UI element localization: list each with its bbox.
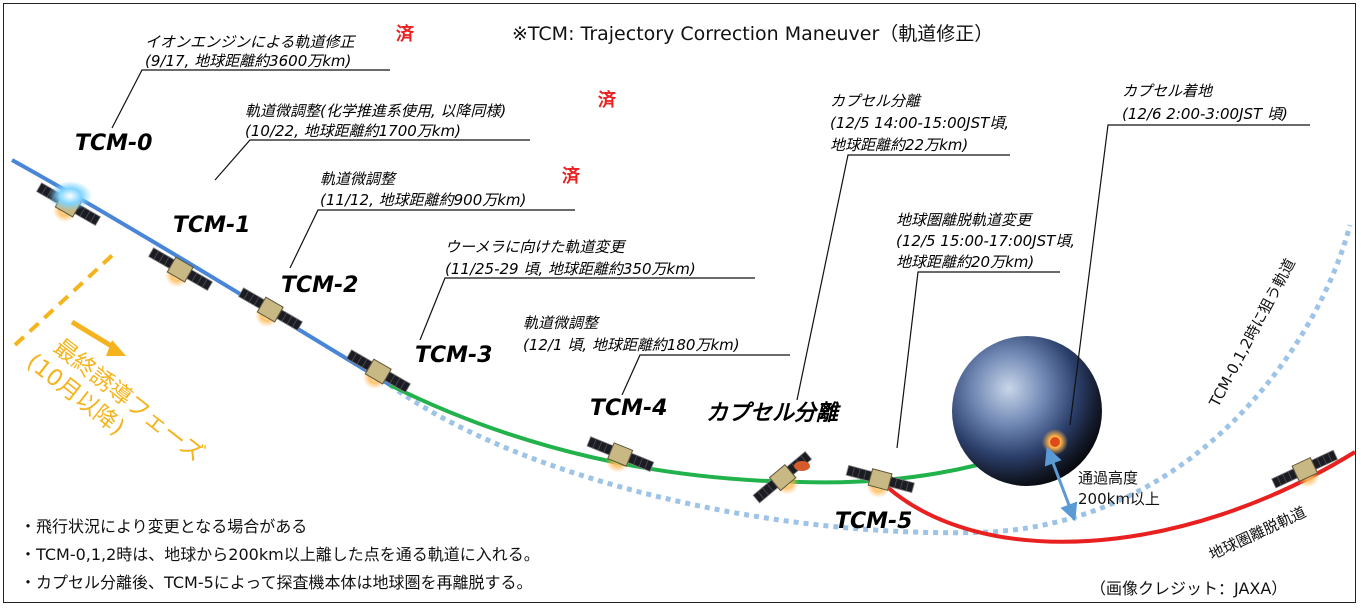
capsule <box>794 461 810 471</box>
target-orbit-path <box>388 224 1353 536</box>
figure-frame <box>3 3 1356 603</box>
capsule-separation-distance: 地球距離約22万km) <box>830 136 968 154</box>
spacecraft-tcm-1-icon <box>148 247 213 292</box>
tcm-0-detail: (9/17, 地球距離約3600万km) <box>145 52 351 70</box>
tcm-0-label: TCM-0 <box>75 131 152 156</box>
tcm-4-label: TCM-4 <box>590 396 667 421</box>
tcm-2-done-mark: 済 <box>562 165 581 187</box>
capsule-separation-time: (12/5 14:00-15:00JST頃, <box>830 114 1009 132</box>
tcm-1-label: TCM-1 <box>173 213 250 238</box>
tcm-2-label: TCM-2 <box>281 273 358 298</box>
capsule-landing-time: (12/6 2:00-3:00JST 頃) <box>1122 105 1288 123</box>
tcm-1-detail: (10/22, 地球距離約1700万km) <box>245 122 461 140</box>
altitude-value: 200km以上 <box>1078 490 1160 508</box>
leader-lines <box>111 69 1310 449</box>
spacecraft-tcm-2-icon <box>238 287 303 332</box>
tcm-5-label: TCM-5 <box>835 509 912 534</box>
spacecraft-tcm-4-icon <box>586 436 655 473</box>
altitude-arrow <box>1044 446 1078 522</box>
tcm-1-desc: 軌道微調整(化学推進系使用, 以降同様) <box>245 102 506 120</box>
tcm-4-desc: 軌道微調整 <box>523 314 601 332</box>
capsule-separation-label: カプセル分離 <box>706 400 841 426</box>
note-3: ・カプセル分離後、TCM-5によって探査機本体は地球圏を再離脱する。 <box>20 573 533 592</box>
header-title: ※TCM: Trajectory Correction Maneuver（軌道修… <box>512 23 993 45</box>
escape-trajectory-path <box>883 450 1357 544</box>
spacecraft-tcm-5-icon <box>845 464 915 498</box>
tcm-0-done-mark: 済 <box>396 23 415 45</box>
tcm-5-distance: 地球距離約20万km) <box>896 253 1034 271</box>
phase-dashed-line <box>13 248 120 347</box>
tcm-4-detail: (12/1 頃, 地球距離約180万km) <box>523 336 740 354</box>
capsule-landing-desc: カプセル着地 <box>1122 82 1214 100</box>
image-credit: （画像クレジット：JAXA） <box>1090 579 1287 598</box>
note-1: ・飛行状況により変更となる場合がある <box>20 517 307 536</box>
capsule-separation-desc: カプセル分離 <box>830 92 922 110</box>
tcm-0-desc: イオンエンジンによる軌道修正 <box>145 33 357 51</box>
escape-orbit-label: 地球圏離脱軌道 <box>1206 503 1309 564</box>
altitude-label: 通過高度 <box>1078 469 1138 487</box>
tcm-5-desc: 地球圏離脱軌道変更 <box>896 211 1033 229</box>
tcm-3-desc: ウーメラに向けた軌道変更 <box>445 238 626 256</box>
earth <box>952 336 1102 486</box>
tcm-2-detail: (11/12, 地球距離約900万km) <box>320 191 526 209</box>
tcm-3-label: TCM-3 <box>415 343 492 368</box>
tcm-1-done-mark: 済 <box>598 89 617 111</box>
target-orbit-label: TCM-0,1,2時に狙う軌道 <box>1205 255 1299 410</box>
note-2: ・TCM-0,1,2時は、地球から200km以上離した点を通る軌道に入れる。 <box>20 545 540 564</box>
tcm-5-time: (12/5 15:00-17:00JST頃, <box>896 232 1075 250</box>
ion-plume <box>48 181 92 211</box>
spacecraft-escape-icon <box>1271 449 1339 489</box>
spacecraft-tcm-3-icon <box>346 349 411 394</box>
tcm-3-detail: (11/25-29 頃, 地球距離約350万km) <box>445 260 696 278</box>
tcm-2-desc: 軌道微調整 <box>320 170 398 188</box>
